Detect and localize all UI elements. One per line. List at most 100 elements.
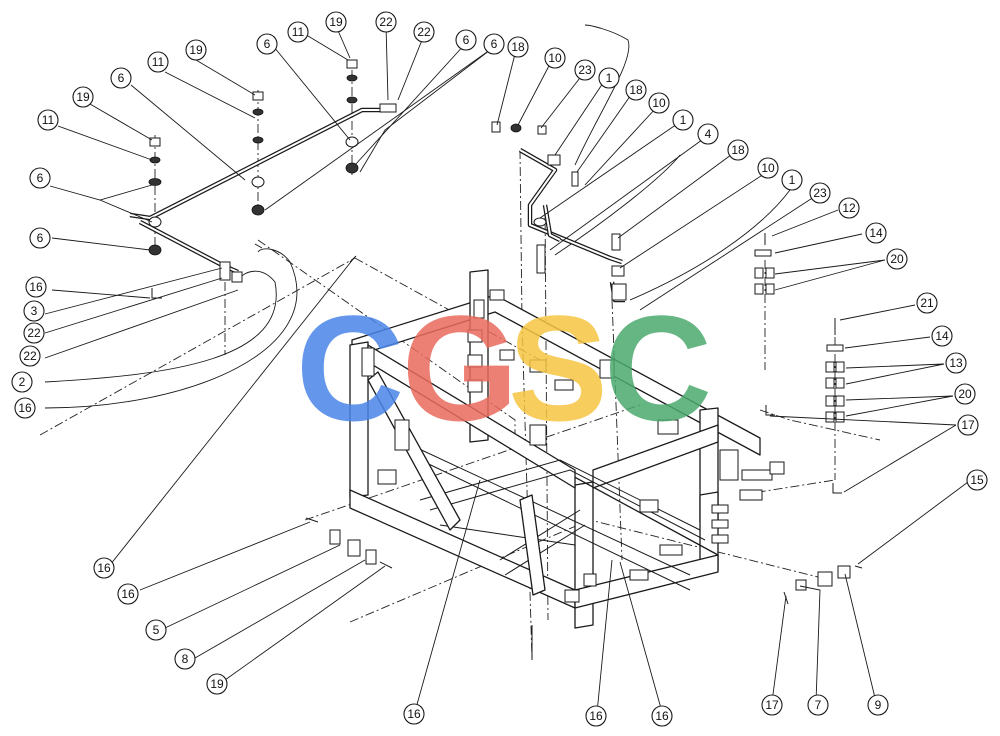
- svg-text:16: 16: [29, 280, 43, 294]
- callout: 14: [931, 325, 953, 347]
- callout: 6: [455, 29, 477, 51]
- svg-text:10: 10: [548, 51, 562, 65]
- callout: 22: [375, 11, 397, 33]
- svg-text:18: 18: [629, 83, 643, 97]
- callout: 2: [11, 371, 33, 393]
- callout: 11: [37, 109, 59, 131]
- svg-text:4: 4: [705, 127, 712, 141]
- svg-text:1: 1: [680, 113, 687, 127]
- callout: 14: [865, 222, 887, 244]
- callout: 18: [727, 139, 749, 161]
- svg-text:11: 11: [42, 113, 55, 127]
- watermark-letter-c1: C: [296, 284, 404, 452]
- svg-text:18: 18: [731, 143, 745, 157]
- svg-text:17: 17: [961, 418, 975, 432]
- callout: 22: [413, 21, 435, 43]
- callout: 5: [145, 619, 167, 641]
- svg-text:3: 3: [31, 304, 38, 318]
- svg-text:22: 22: [27, 326, 41, 340]
- svg-text:11: 11: [292, 25, 305, 39]
- svg-text:12: 12: [842, 201, 856, 215]
- svg-text:16: 16: [655, 709, 669, 723]
- callout: 20: [954, 383, 976, 405]
- watermark-letter-g: G: [402, 284, 519, 452]
- svg-text:20: 20: [890, 252, 904, 266]
- svg-text:13: 13: [949, 356, 963, 370]
- svg-text:1: 1: [606, 71, 613, 85]
- svg-text:22: 22: [23, 349, 37, 363]
- callout: 1: [598, 67, 620, 89]
- callouts: 19 11 22 22 6 6 19 11 6 6 18 10 23 1 18 …: [11, 11, 988, 727]
- svg-text:20: 20: [958, 387, 972, 401]
- callout: 19: [206, 673, 228, 695]
- leader-lines: [44, 24, 969, 714]
- callout: 1: [672, 109, 694, 131]
- callout: 7: [807, 694, 829, 716]
- svg-text:2: 2: [19, 375, 26, 389]
- callout: 13: [945, 352, 967, 374]
- callout: 16: [585, 705, 607, 727]
- callout: 18: [625, 79, 647, 101]
- callout: 11: [147, 51, 169, 73]
- callout: 17: [957, 414, 979, 436]
- callout: 16: [651, 705, 673, 727]
- svg-text:8: 8: [182, 652, 189, 666]
- svg-text:16: 16: [121, 587, 135, 601]
- svg-text:16: 16: [589, 709, 603, 723]
- callout: 23: [809, 182, 831, 204]
- callout: 19: [185, 39, 207, 61]
- hardware-parts: [148, 59, 863, 660]
- svg-text:16: 16: [18, 401, 32, 415]
- svg-text:15: 15: [970, 473, 984, 487]
- callout: 10: [757, 157, 779, 179]
- svg-text:16: 16: [407, 707, 421, 721]
- svg-text:6: 6: [491, 37, 498, 51]
- watermark: C G S C: [296, 284, 712, 452]
- callout: 23: [574, 59, 596, 81]
- svg-text:16: 16: [97, 561, 111, 575]
- callout: 22: [19, 345, 41, 367]
- svg-text:17: 17: [765, 698, 779, 712]
- linkage-rods: [129, 107, 625, 303]
- callout: 21: [916, 292, 938, 314]
- callout: 3: [23, 300, 45, 322]
- svg-text:6: 6: [463, 33, 470, 47]
- callout: 1: [781, 169, 803, 191]
- leader-curves: [44, 24, 791, 409]
- callout: 15: [966, 469, 988, 491]
- svg-text:6: 6: [118, 71, 125, 85]
- callout: 6: [29, 167, 51, 189]
- callout: 6: [256, 33, 278, 55]
- svg-text:11: 11: [152, 55, 165, 69]
- svg-text:23: 23: [813, 186, 827, 200]
- callout: 6: [110, 67, 132, 89]
- callout: 8: [174, 648, 196, 670]
- svg-text:22: 22: [417, 25, 431, 39]
- callout: 19: [325, 11, 347, 33]
- svg-text:19: 19: [210, 677, 224, 691]
- callout: 16: [403, 703, 425, 725]
- svg-text:18: 18: [511, 40, 525, 54]
- callout: 10: [648, 92, 670, 114]
- callout: 19: [72, 86, 94, 108]
- callout: 6: [483, 33, 505, 55]
- watermark-letter-s: S: [508, 284, 608, 452]
- svg-text:14: 14: [935, 329, 949, 343]
- svg-text:7: 7: [815, 698, 822, 712]
- svg-text:14: 14: [869, 226, 883, 240]
- callout: 16: [117, 583, 139, 605]
- svg-text:6: 6: [264, 37, 271, 51]
- callout: 11: [287, 21, 309, 43]
- callout: 9: [867, 694, 889, 716]
- callout: 16: [25, 276, 47, 298]
- callout: 16: [14, 397, 36, 419]
- svg-text:5: 5: [153, 623, 160, 637]
- callout: 10: [544, 47, 566, 69]
- svg-text:19: 19: [329, 15, 343, 29]
- svg-text:10: 10: [761, 161, 775, 175]
- callout: 4: [697, 123, 719, 145]
- svg-text:21: 21: [920, 296, 934, 310]
- svg-text:6: 6: [37, 231, 44, 245]
- callout: 22: [23, 322, 45, 344]
